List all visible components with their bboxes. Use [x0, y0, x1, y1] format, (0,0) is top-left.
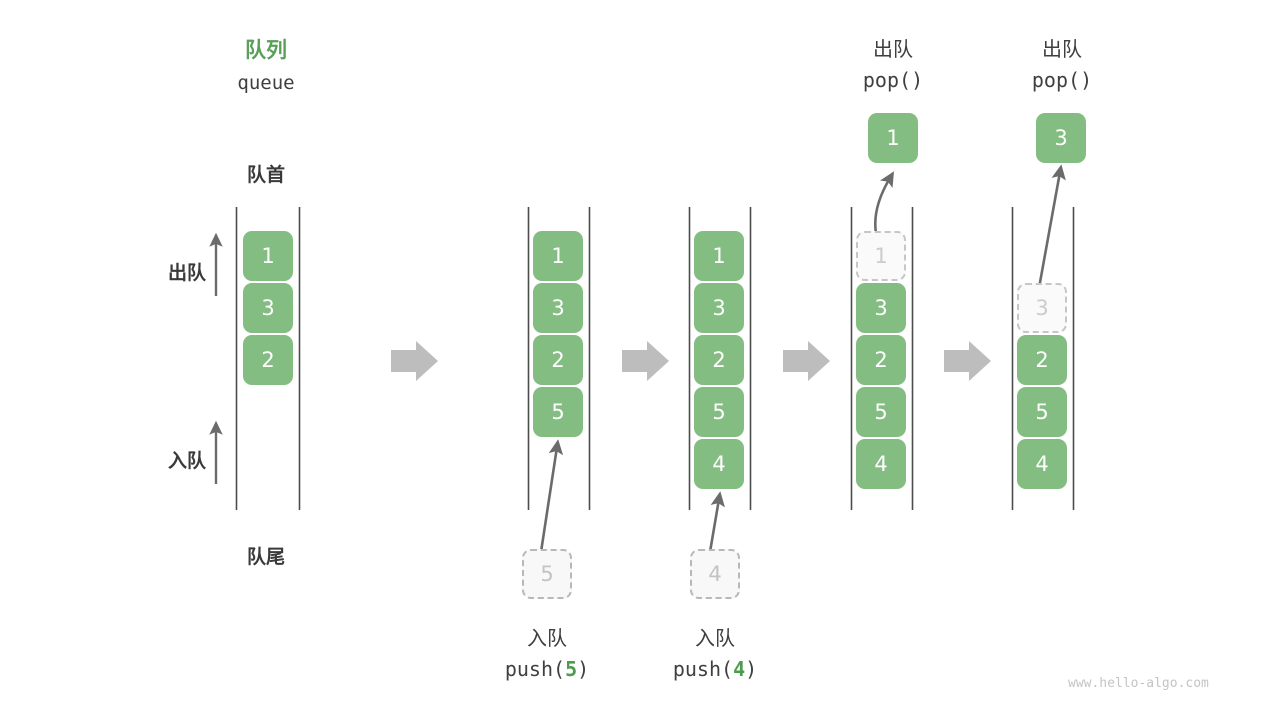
push-5-code-arg: 5: [565, 657, 578, 681]
push-5-arrow: [539, 439, 564, 553]
queue-cell: 3: [694, 283, 744, 333]
pop-3-label-cn: 出队: [1042, 37, 1082, 61]
watermark: www.hello-algo.com: [1068, 676, 1209, 691]
push-4-label-code: push(4): [655, 657, 775, 681]
queue-cell: 2: [533, 335, 583, 385]
queue-cell: 1: [533, 231, 583, 281]
queue-column-pop-1: 1 3 2 5 4: [856, 231, 906, 489]
rear-label: 队尾: [246, 546, 285, 568]
push-5-code-suffix: ): [577, 657, 590, 681]
queue-cell-removed: 1: [856, 231, 906, 281]
queue-cell: 5: [694, 387, 744, 437]
queue-cell-empty: [1017, 231, 1067, 281]
queue-column-push-4: 1 3 2 5 4: [694, 231, 744, 489]
queue-cell: 1: [243, 231, 293, 281]
push-5-code-prefix: push(: [504, 657, 566, 681]
push-4-arrow: [708, 491, 725, 553]
incoming-element-4: 4: [690, 549, 740, 599]
step-arrow-2: [622, 341, 669, 381]
queue-cell: 2: [694, 335, 744, 385]
page-title-code: queue: [237, 72, 295, 94]
step-arrow-1: [391, 341, 438, 381]
queue-cell: 3: [856, 283, 906, 333]
push-5-label-cn: 入队: [527, 626, 567, 650]
popped-element-1: 1: [868, 113, 918, 163]
incoming-element-5: 5: [522, 549, 572, 599]
queue-cell: 2: [856, 335, 906, 385]
queue-cell-new: 5: [533, 387, 583, 437]
queue-cell: 2: [243, 335, 293, 385]
queue-cell: 3: [533, 283, 583, 333]
front-label: 队首: [246, 164, 285, 186]
queue-column-initial: 1 3 2: [243, 231, 293, 385]
push-4-label-cn: 入队: [695, 626, 735, 650]
queue-cell: 3: [243, 283, 293, 333]
popped-element-3: 3: [1036, 113, 1086, 163]
queue-cell: 5: [856, 387, 906, 437]
queue-cell-removed: 3: [1017, 283, 1067, 333]
queue-cell: 4: [856, 439, 906, 489]
pop-1-arrow: [873, 171, 895, 239]
pop-direction-label: 出队: [167, 262, 206, 284]
push-direction-label: 入队: [167, 450, 206, 472]
page-title-cn: 队列: [245, 38, 287, 62]
push-4-code-suffix: ): [745, 657, 758, 681]
queue-column-push-5: 1 3 2 5: [533, 231, 583, 437]
pop-1-code-prefix: pop(: [862, 68, 912, 92]
pop-1-label-cn: 出队: [873, 37, 913, 61]
queue-column-pop-3: 3 2 5 4: [1017, 231, 1067, 489]
queue-cell: 5: [1017, 387, 1067, 437]
queue-cell-new: 4: [694, 439, 744, 489]
step-arrow-4: [944, 341, 991, 381]
queue-cell: 4: [1017, 439, 1067, 489]
pop-1-code-suffix: ): [911, 68, 924, 92]
pop-3-code-prefix: pop(: [1031, 68, 1081, 92]
push-4-code-prefix: push(: [672, 657, 734, 681]
queue-cell: 1: [694, 231, 744, 281]
push-4-code-arg: 4: [733, 657, 746, 681]
pop-3-label-code: pop(): [1002, 68, 1122, 92]
push-5-label-code: push(5): [487, 657, 607, 681]
pop-3-code-suffix: ): [1080, 68, 1093, 92]
pop-1-label-code: pop(): [833, 68, 953, 92]
step-arrow-3: [783, 341, 830, 381]
queue-cell: 2: [1017, 335, 1067, 385]
